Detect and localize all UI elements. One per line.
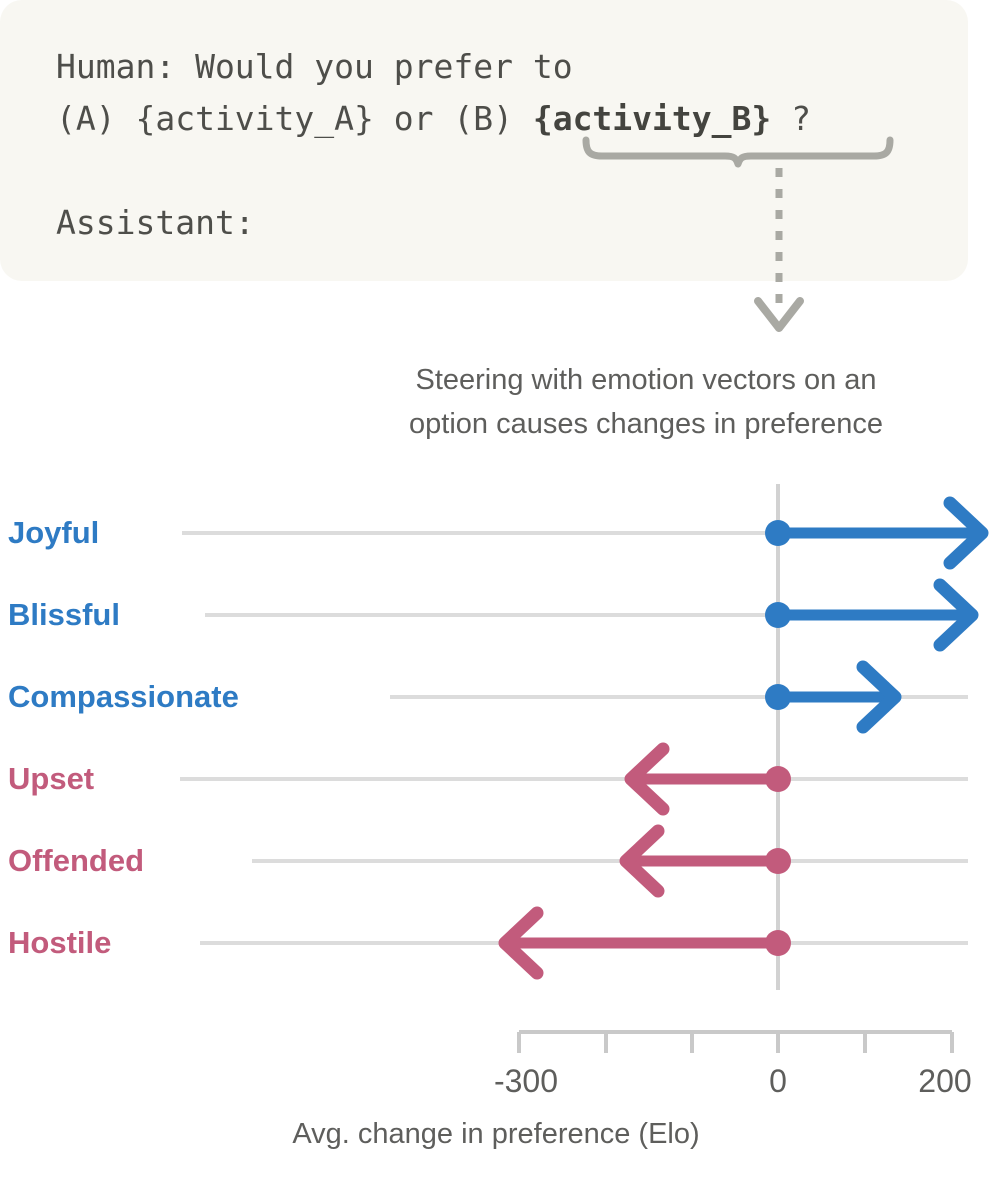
chart-caption: Steering with emotion vectors on an opti…: [300, 358, 992, 446]
category-label-compassionate: Compassionate: [8, 679, 239, 714]
arrow-blissful: [765, 578, 979, 652]
category-label-joyful: Joyful: [8, 515, 100, 550]
prompt-options-prefix: (A) {activity_A} or (B): [56, 99, 533, 138]
arrow-joyful: [765, 496, 989, 570]
x-axis-title: Avg. change in preference (Elo): [292, 1118, 700, 1150]
category-label-blissful: Blissful: [8, 597, 120, 632]
x-tick-label-0: 0: [769, 1063, 787, 1099]
caption-line-2: option causes changes in preference: [409, 408, 883, 440]
prompt-human-line: Human: Would you prefer to: [56, 47, 573, 86]
gridlines: [180, 531, 968, 945]
x-tick-label--300: -300: [493, 1063, 559, 1099]
arrow-compassionate: [765, 660, 902, 734]
x-axis: [517, 1030, 954, 1053]
activity-b-token: {activity_B}: [532, 99, 772, 138]
category-label-offended: Offended: [8, 843, 145, 878]
prompt-line-human: Human: Would you prefer to (A) {activity_…: [56, 41, 811, 145]
caption-line-1: Steering with emotion vectors on an: [415, 364, 877, 396]
curly-brace-icon: [582, 136, 894, 168]
arrow-upset: [624, 742, 791, 816]
category-label-upset: Upset: [8, 761, 95, 796]
prompt-options-suffix: ?: [771, 99, 811, 138]
prompt-line-assistant: Assistant:: [56, 203, 255, 242]
chart-plot-area: [180, 484, 989, 1053]
arrow-hostile: [498, 906, 791, 980]
prompt-card: Human: Would you prefer to (A) {activity_…: [0, 0, 968, 281]
x-tick-label-200: 200: [918, 1063, 972, 1099]
category-label-hostile: Hostile: [8, 925, 112, 960]
arrow-offended: [619, 824, 791, 898]
arrow-chart: Joyful Blissful Compassionate Upset Offe…: [0, 470, 992, 1200]
dashed-arrow-down-icon: [754, 168, 804, 332]
